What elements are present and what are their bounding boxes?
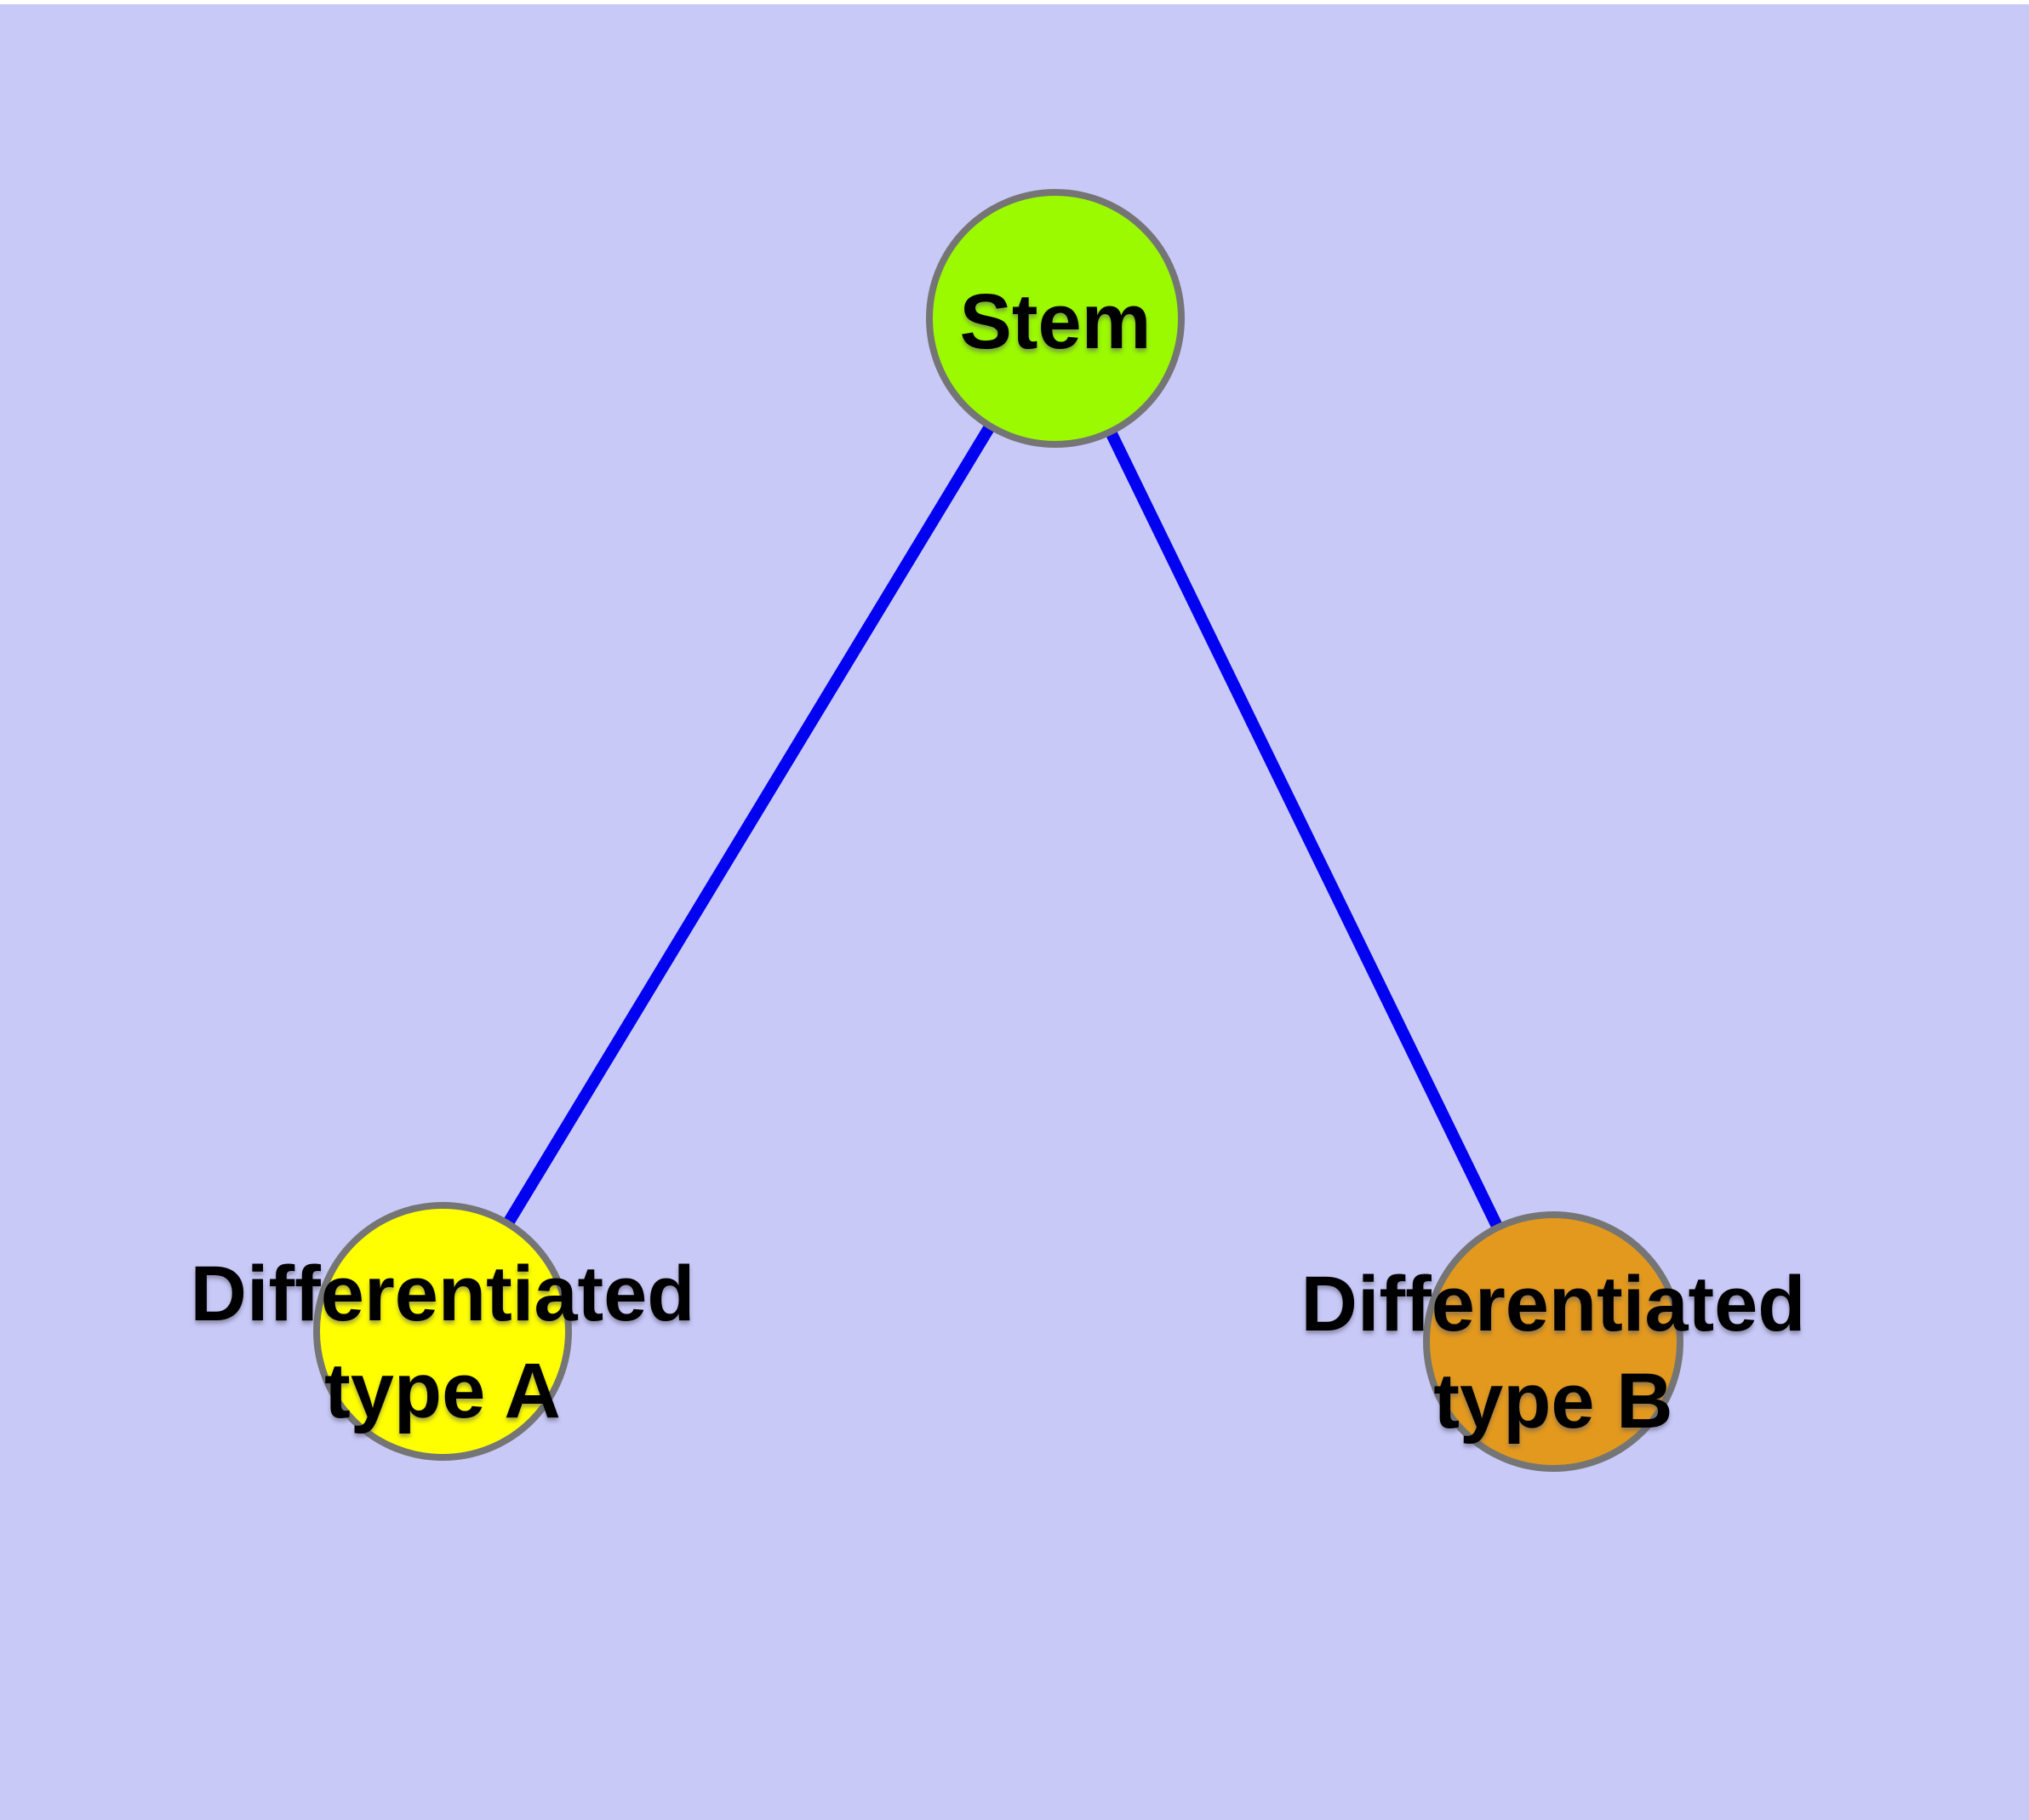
node-stem	[926, 189, 1185, 448]
top-white-strip	[0, 0, 2029, 4]
node-label-differentiated-type-b: Differentiated type B	[1300, 1261, 1806, 1445]
edge-stem-to-type-a	[437, 315, 1060, 1335]
node-label-differentiated-type-a: Differentiated type A	[190, 1251, 695, 1434]
node-label-stem: Stem	[959, 278, 1152, 365]
node-differentiated-type-b	[1423, 1211, 1683, 1472]
edge-stem-to-type-b	[1049, 315, 1559, 1345]
node-differentiated-type-a	[313, 1202, 572, 1461]
